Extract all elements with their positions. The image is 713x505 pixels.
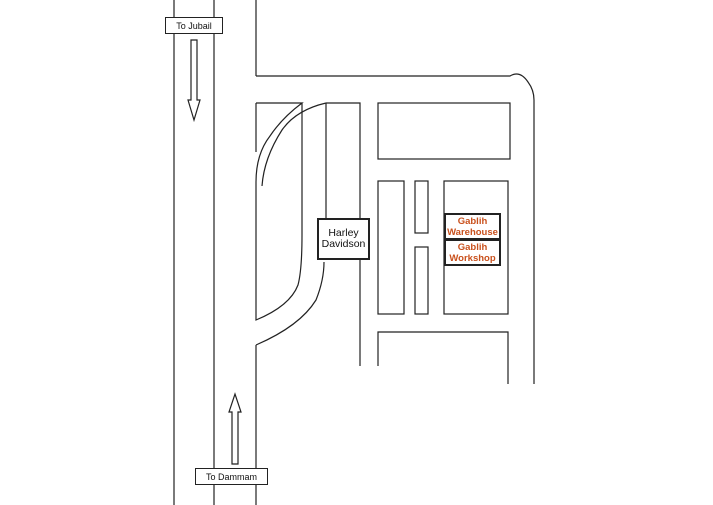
block-thin-bottom	[414, 246, 429, 315]
arrow-south-icon	[187, 39, 201, 123]
block-upper-right	[377, 102, 511, 160]
workshop-line2: Workshop	[449, 252, 496, 264]
block-thin-top	[414, 180, 429, 234]
harley-line1: Harley	[328, 227, 359, 239]
loop-outer	[255, 102, 304, 321]
sign-to-dammam-text: To Dammam	[205, 471, 257, 482]
sign-to-dammam: To Dammam	[195, 468, 268, 485]
warehouse-line2: Warehouse	[447, 226, 498, 238]
sign-to-jubail: To Jubail	[165, 17, 223, 34]
road-harley-top	[326, 102, 361, 366]
gablih-warehouse-label: Gablih Warehouse	[444, 213, 501, 240]
loop-inner-road	[255, 102, 327, 346]
workshop-line1: Gablih	[457, 241, 488, 253]
arrow-north-icon	[228, 392, 242, 465]
sign-to-jubail-text: To Jubail	[176, 20, 212, 31]
block-mid-left	[377, 180, 405, 315]
block-lower	[377, 331, 509, 384]
top-road-edge	[256, 73, 535, 384]
warehouse-line1: Gablih	[457, 215, 488, 227]
harley-davidson-label: Harley Davidson	[317, 218, 370, 260]
harley-line2: Davidson	[321, 238, 366, 250]
gablih-workshop-label: Gablih Workshop	[444, 239, 501, 266]
